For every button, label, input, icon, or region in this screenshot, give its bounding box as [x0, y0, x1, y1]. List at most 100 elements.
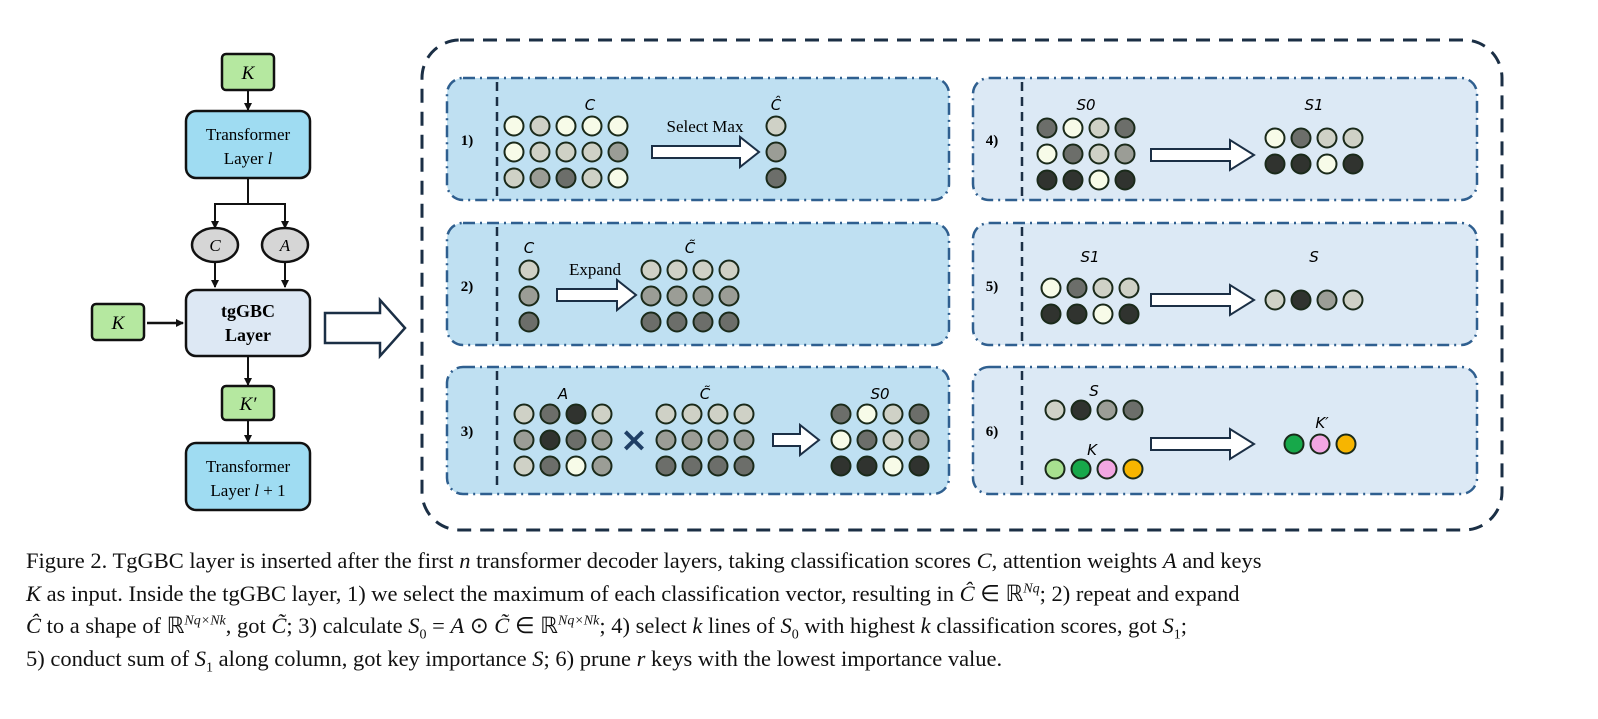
panel-3-matrix-s0 [830, 403, 930, 477]
panel-3-arrow [772, 422, 821, 458]
matrix-cell [1122, 399, 1144, 421]
panel-3-label-s0: S0 [870, 385, 889, 403]
panel-6-matrix-s [1044, 399, 1144, 421]
matrix-cell [1264, 153, 1286, 175]
matrix-cell [1342, 289, 1364, 311]
matrix-cell [707, 403, 729, 425]
panel-6-label-kprime: K′ [1315, 414, 1329, 432]
matrix-cell [1316, 153, 1338, 175]
matrix-cell [666, 285, 688, 307]
matrix-cell [518, 259, 540, 281]
left-flow: K Transformer Layer l C A K tgGBC Layer … [90, 52, 312, 512]
select-max-label: Select Max [667, 117, 744, 136]
k-prime-box [220, 384, 276, 422]
matrix-cell [1036, 143, 1058, 165]
caption-line-4: 5) conduct sum of S1 along column, got k… [26, 645, 1003, 675]
matrix-cell [1088, 143, 1110, 165]
k-input-box [220, 52, 276, 92]
panel-4-label-s0: S0 [1076, 96, 1095, 114]
matrix-cell [1044, 399, 1066, 421]
matrix-cell [607, 141, 629, 163]
matrix-cell [581, 167, 603, 189]
matrix-cell [765, 141, 787, 163]
matrix-cell [666, 311, 688, 333]
panel-2-label-c: C [524, 239, 535, 257]
matrix-cell [607, 115, 629, 137]
matrix-cell [1088, 117, 1110, 139]
matrix-cell [1122, 458, 1144, 480]
matrix-cell [1316, 127, 1338, 149]
matrix-cell [681, 403, 703, 425]
matrix-cell [565, 455, 587, 477]
matrix-cell [1036, 117, 1058, 139]
matrix-cell [591, 429, 613, 451]
caption-line-3: Ĉ to a shape of ℝNq×Nk, got C̃; 3) calcu… [26, 613, 1187, 643]
matrix-cell [529, 167, 551, 189]
panel-2-matrix-c [518, 259, 540, 333]
matrix-cell [539, 455, 561, 477]
matrix-cell [1283, 433, 1305, 455]
detail-container [420, 38, 1504, 532]
matrix-cell [692, 259, 714, 281]
matrix-cell [555, 141, 577, 163]
panel-6-label-k: K [1087, 441, 1098, 459]
figure-caption: Figure 2. TgGBC layer is inserted after … [26, 545, 1576, 675]
matrix-cell [565, 429, 587, 451]
transformer-layer-l1-box [184, 441, 312, 512]
panel-6-keys-k [1044, 458, 1144, 480]
k-side-label: K [111, 313, 126, 334]
k-side-box [90, 302, 146, 342]
matrix-cell [529, 141, 551, 163]
matrix-cell [1092, 303, 1114, 325]
matrix-cell [692, 285, 714, 307]
matrix-cell [1290, 289, 1312, 311]
panel-5-label-s: S [1309, 248, 1319, 266]
k-input-label: K [241, 63, 256, 84]
tggbc-layer-line2: Layer [225, 325, 271, 345]
matrix-cell [1290, 153, 1312, 175]
matrix-cell [1040, 303, 1062, 325]
matrix-cell [591, 455, 613, 477]
matrix-cell [1114, 117, 1136, 139]
matrix-cell [681, 455, 703, 477]
tggbc-layer-line1: tgGBC [221, 301, 275, 321]
matrix-cell [503, 141, 525, 163]
tggbc-layer-box [184, 288, 312, 358]
matrix-cell [1088, 169, 1110, 191]
c-node [190, 226, 240, 264]
matrix-cell [765, 115, 787, 137]
matrix-cell [1114, 169, 1136, 191]
matrix-cell [882, 403, 904, 425]
matrix-cell [882, 455, 904, 477]
caption-line-2: K as input. Inside the tgGBC layer, 1) w… [26, 580, 1240, 606]
panel-3-label-ctilde: C̃ [700, 384, 711, 403]
panel-1 [445, 76, 951, 202]
matrix-cell [513, 403, 535, 425]
matrix-cell [1335, 433, 1357, 455]
k-prime-label: K′ [239, 394, 258, 415]
circle-matrices [503, 115, 1364, 480]
panel-5-number: 5) [986, 279, 999, 295]
panel-1-matrix-c [503, 115, 629, 189]
matrix-cell [1309, 433, 1331, 455]
matrix-cell [513, 455, 535, 477]
matrix-cell [908, 455, 930, 477]
matrix-cell [581, 115, 603, 137]
caption-line-1: Figure 2. TgGBC layer is inserted after … [26, 548, 1262, 573]
matrix-cell [1290, 127, 1312, 149]
panel-2 [445, 221, 951, 347]
panel-5-matrix-s1 [1040, 277, 1140, 325]
panel-6-label-s: S [1089, 382, 1099, 400]
panel-2-arrow [556, 277, 638, 313]
matrix-cell [555, 167, 577, 189]
matrix-cell [1264, 127, 1286, 149]
matrix-cell [640, 259, 662, 281]
matrix-cell [1316, 289, 1338, 311]
matrix-cell [1114, 143, 1136, 165]
panel-4-matrix-s1 [1264, 127, 1364, 175]
matrix-cell [733, 455, 755, 477]
transformer-layer-l1-line2: Layer l + 1 [210, 481, 285, 500]
transformer-layer-l-box [184, 109, 312, 180]
expand-label: Expand [569, 260, 621, 279]
panel-3-number: 3) [461, 424, 474, 440]
